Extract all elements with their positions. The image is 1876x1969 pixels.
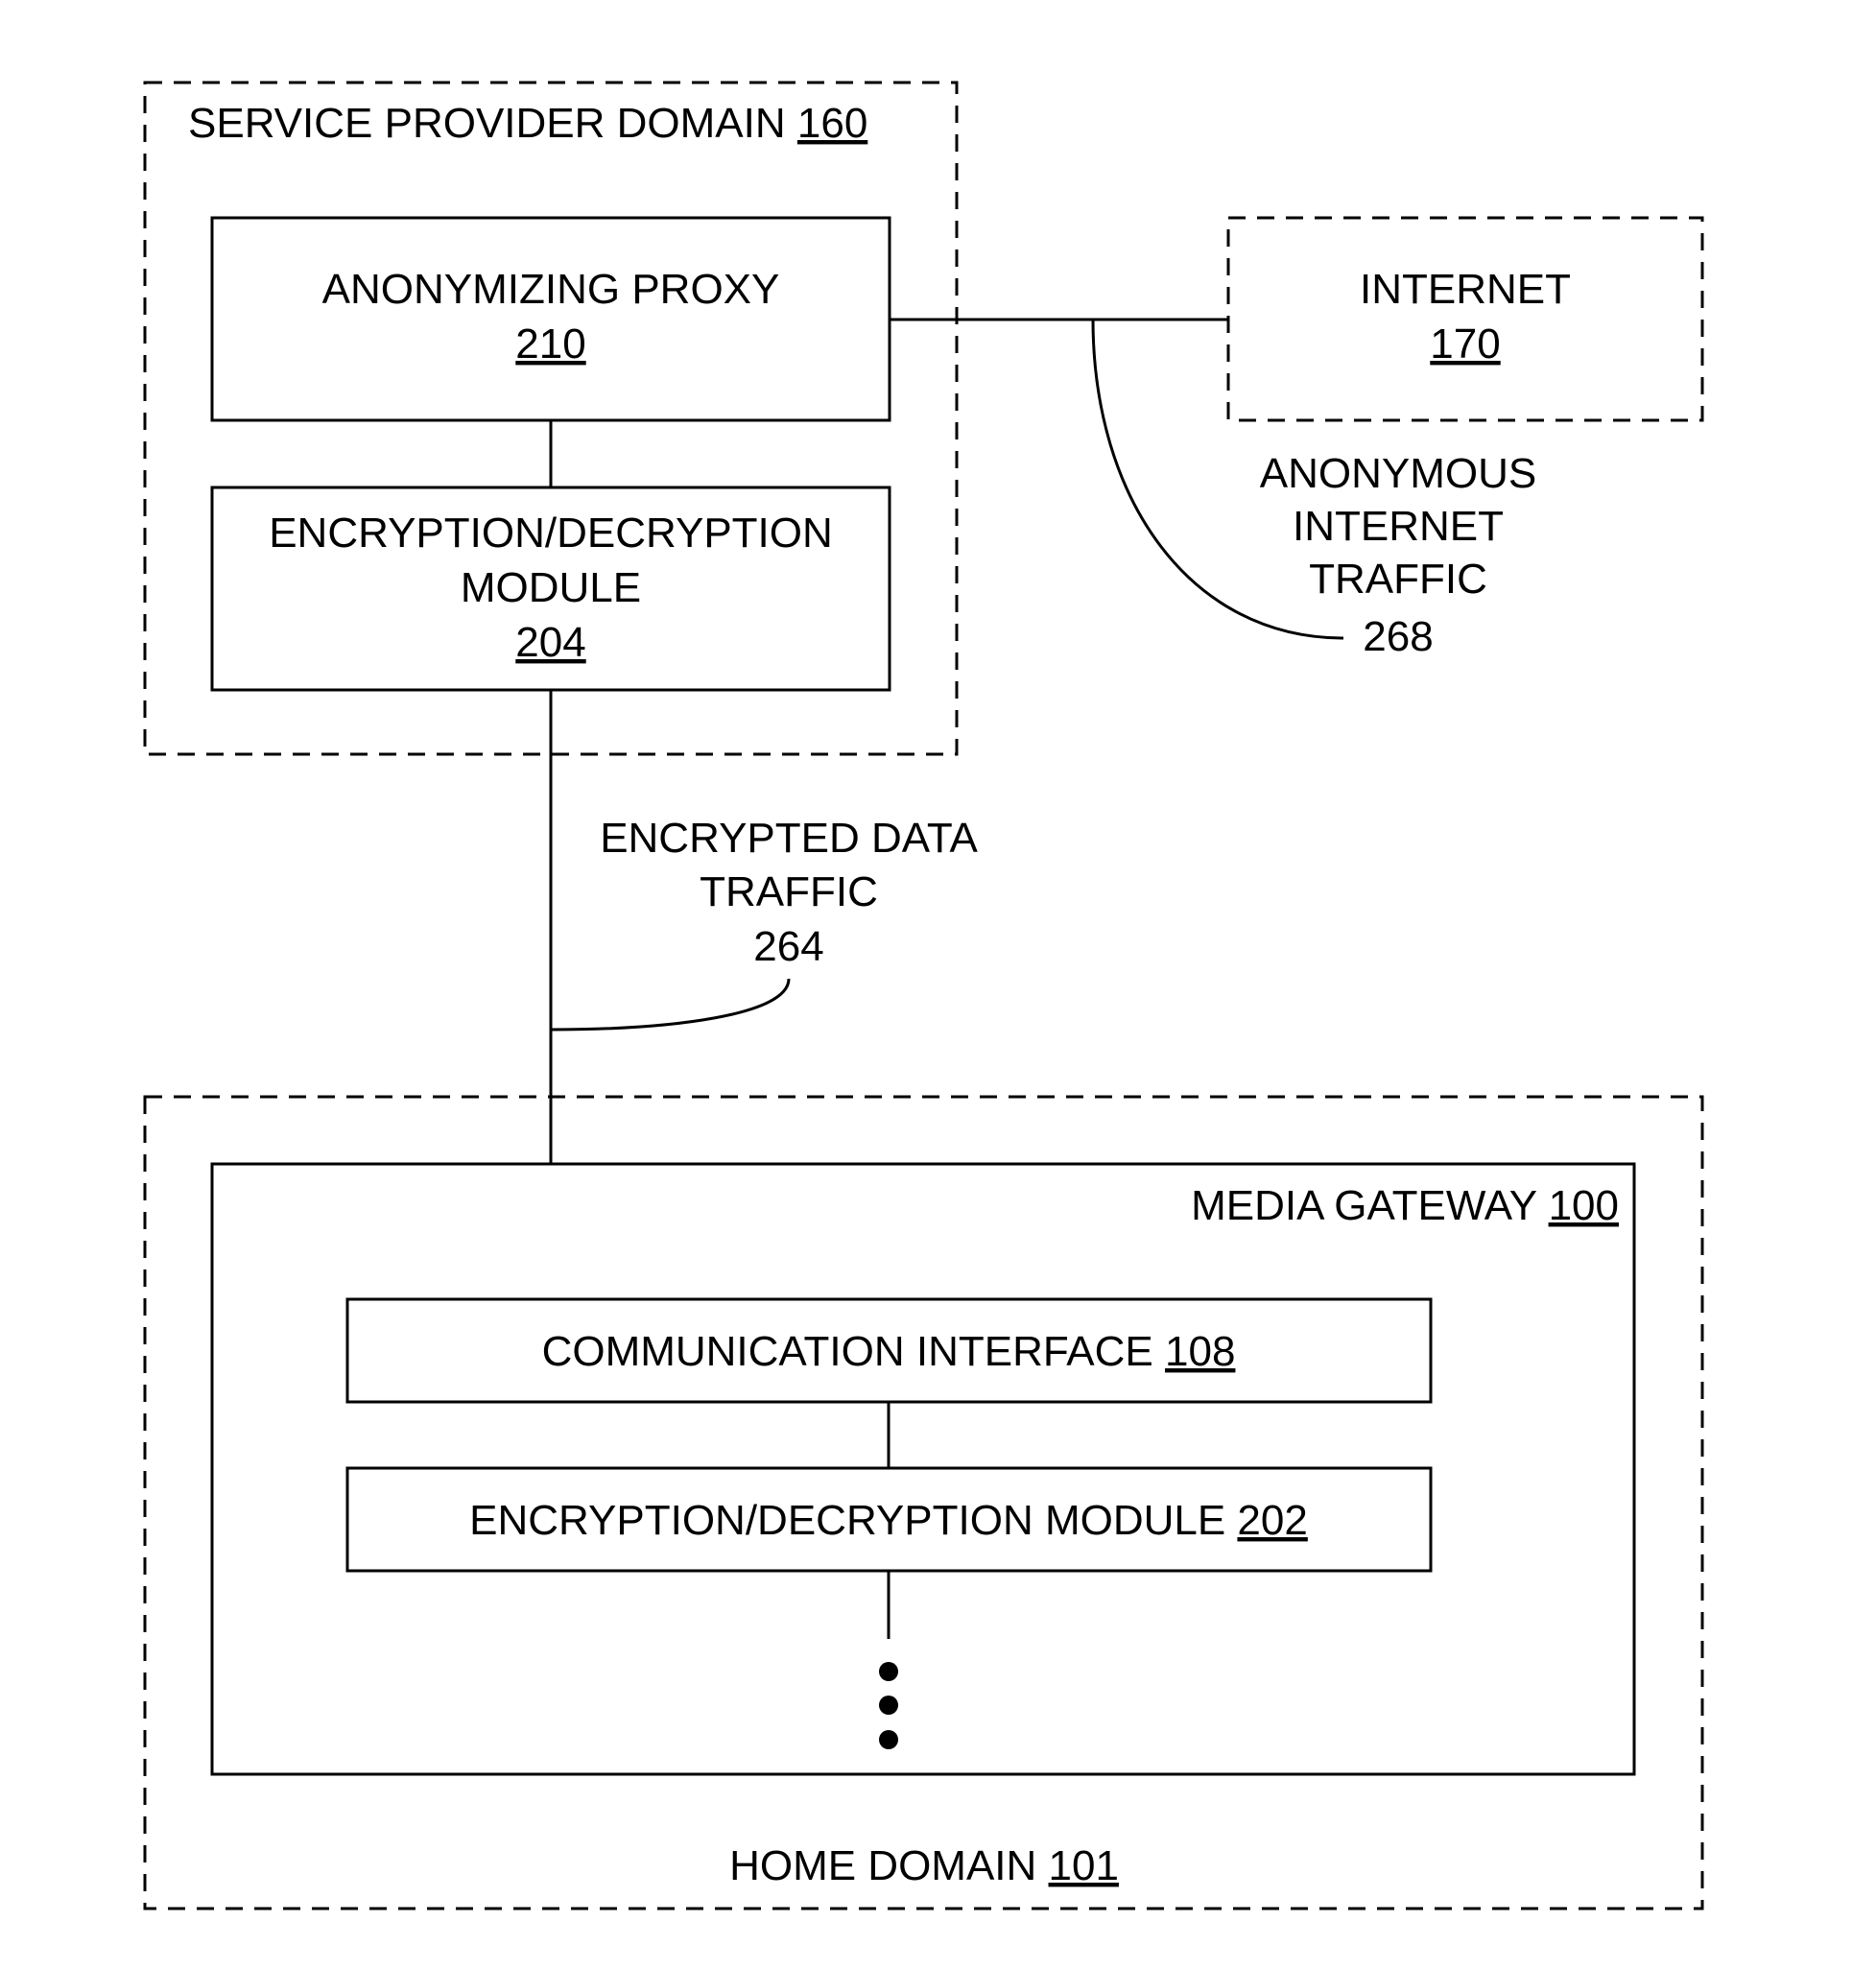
internet-label: INTERNET xyxy=(1360,266,1571,313)
service-provider-domain-ref: 160 xyxy=(797,100,867,147)
ellipsis-dot xyxy=(879,1696,898,1715)
communication-interface-ref: 108 xyxy=(1165,1328,1235,1375)
service-provider-domain-label: SERVICE PROVIDER DOMAIN 160 xyxy=(188,100,867,147)
encrypted-traffic-label-line1: ENCRYPTED DATA xyxy=(600,815,978,862)
anonymizing-proxy-ref: 210 xyxy=(515,320,585,368)
home-encryption-module-label: ENCRYPTION/DECRYPTION MODULE 202 xyxy=(469,1497,1308,1544)
internet-block xyxy=(1228,218,1702,420)
anonymous-traffic-label-line2: INTERNET xyxy=(1293,503,1504,550)
home-encryption-module-ref: 202 xyxy=(1237,1497,1307,1544)
internet-ref: 170 xyxy=(1430,320,1500,368)
sp-encryption-module-label-line2: MODULE xyxy=(461,564,641,611)
encrypted-traffic-leader xyxy=(551,979,789,1030)
home-domain-ref: 101 xyxy=(1049,1842,1119,1889)
sp-encryption-module-ref: 204 xyxy=(515,619,585,666)
encrypted-traffic-ref: 264 xyxy=(753,923,823,970)
anonymous-traffic-label-line1: ANONYMOUS xyxy=(1260,450,1536,497)
media-gateway-ref: 100 xyxy=(1549,1182,1619,1229)
ellipsis-dot xyxy=(879,1730,898,1749)
communication-interface-label: COMMUNICATION INTERFACE 108 xyxy=(542,1328,1236,1375)
anonymous-traffic-label-line3: TRAFFIC xyxy=(1309,556,1487,603)
home-domain-label: HOME DOMAIN 101 xyxy=(729,1842,1119,1889)
sp-encryption-module-label-line1: ENCRYPTION/DECRYPTION xyxy=(269,510,833,557)
anonymous-traffic-ref: 268 xyxy=(1363,613,1433,660)
media-gateway-label: MEDIA GATEWAY 100 xyxy=(1191,1182,1619,1229)
anonymizing-proxy-block xyxy=(212,218,890,420)
encrypted-traffic-label-line2: TRAFFIC xyxy=(700,868,878,915)
ellipsis-dot xyxy=(879,1662,898,1681)
anonymizing-proxy-label: ANONYMIZING PROXY xyxy=(322,266,780,313)
